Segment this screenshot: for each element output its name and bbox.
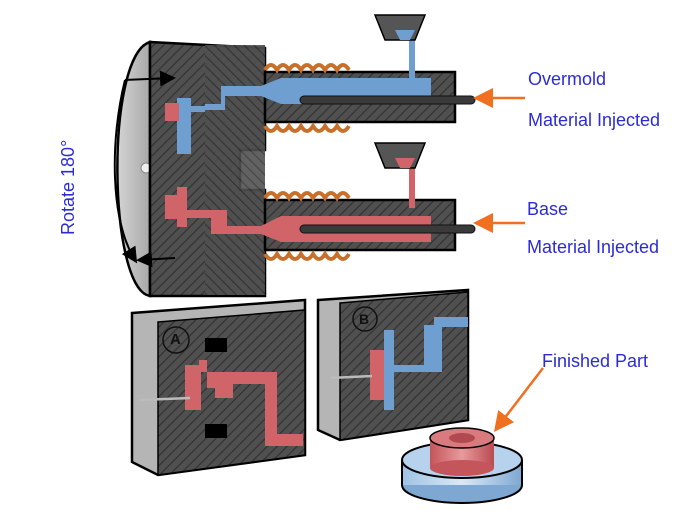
mold-b-label: B — [359, 311, 370, 327]
mold-half-a — [130, 298, 307, 477]
finished-part-arrow — [493, 367, 544, 432]
heater-coils — [263, 63, 351, 261]
mold-b-circle — [352, 306, 378, 332]
rotating-platen — [116, 40, 152, 298]
mold-a-circle — [162, 326, 190, 354]
overmold-label-line1: Overmold — [528, 69, 607, 89]
overmold-label-line2: Material Injected — [528, 110, 661, 130]
rotate-label: Rotate 180° — [58, 139, 78, 235]
finished-part-label: Finished Part — [542, 351, 649, 371]
mold-a-label: A — [170, 331, 181, 348]
base-part-upper-cavity — [165, 103, 179, 121]
base-label-line1: Base — [527, 199, 569, 219]
rotation-arrows — [113, 70, 176, 268]
finished-part — [401, 427, 523, 504]
base-label-line2: Material Injected — [527, 237, 660, 257]
mold-half-b — [316, 288, 470, 442]
